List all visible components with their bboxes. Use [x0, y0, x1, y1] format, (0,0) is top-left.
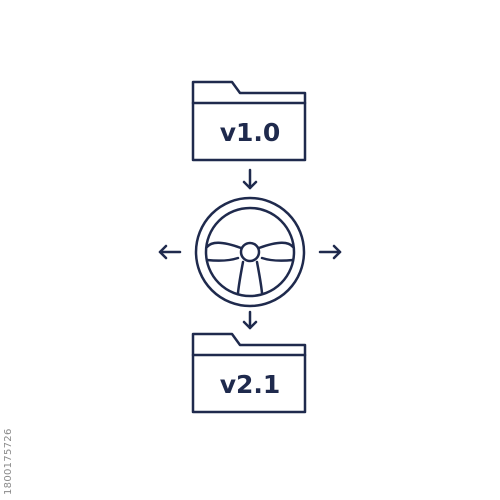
folder-top-icon [191, 80, 307, 162]
arrow-down-bottom-icon [242, 310, 258, 330]
arrow-right-icon [318, 244, 342, 260]
folder-bottom-label: v2.1 [219, 370, 281, 399]
arrow-down-top-icon [242, 168, 258, 190]
folder-top-label: v1.0 [219, 118, 281, 147]
arrow-left-icon [158, 244, 182, 260]
folder-bottom-icon [191, 332, 307, 414]
stock-id-watermark: 1800175726 [3, 428, 14, 495]
steering-wheel-icon [194, 196, 306, 308]
